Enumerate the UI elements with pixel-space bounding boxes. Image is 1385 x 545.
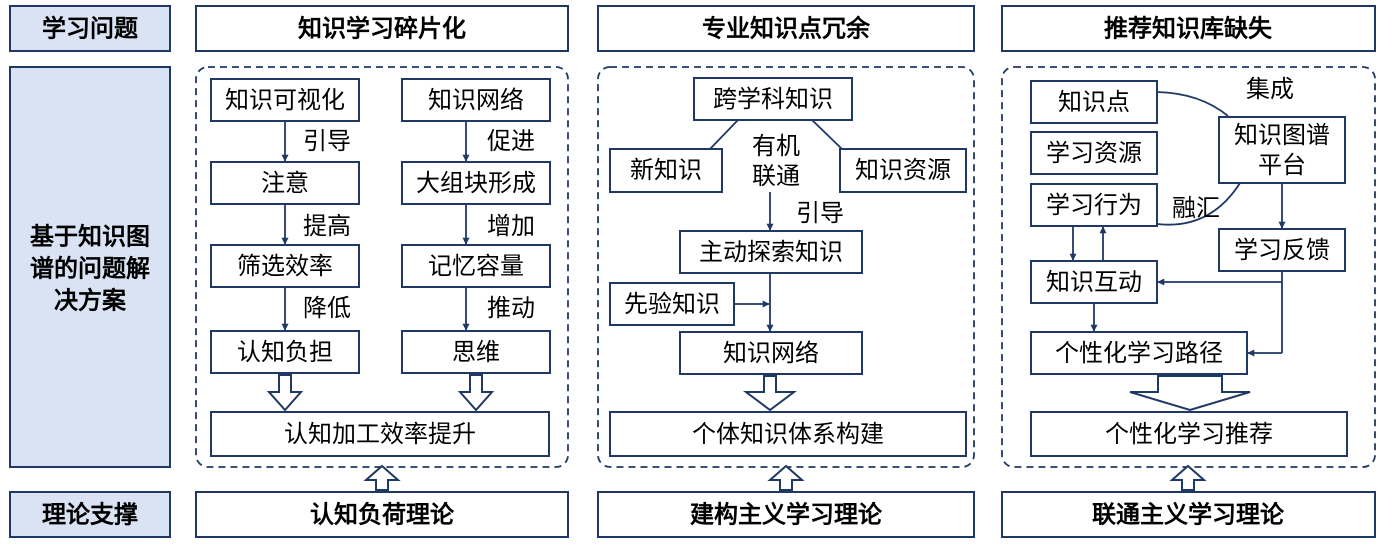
col1-edge-guide: 引导: [303, 127, 351, 155]
col2-edge-guide: 引导: [796, 199, 844, 227]
col3-node-kg-platform: 知识图谱 平台: [1218, 116, 1346, 184]
col2-hollow-arrow: [743, 375, 797, 412]
svg-text:平台: 平台: [1258, 151, 1306, 179]
svg-text:推荐知识库缺失: 推荐知识库缺失: [1104, 14, 1273, 43]
svg-text:认知负荷理论: 认知负荷理论: [310, 500, 455, 529]
col1-solution-frame: [195, 66, 569, 468]
col1-node-attention: 注意: [210, 161, 360, 205]
col3-theory-up-arrow: [1169, 464, 1207, 491]
col2-header: 专业知识点冗余: [597, 5, 975, 52]
svg-text:知识点: 知识点: [1058, 88, 1130, 116]
col3-label-converge: 融汇: [1172, 194, 1220, 222]
col1-edge-improve: 提高: [303, 212, 351, 240]
col2-theory-up-arrow: [767, 464, 805, 491]
col2-center-connect: 联通: [752, 162, 800, 190]
svg-text:跨学科知识: 跨学科知识: [713, 85, 833, 113]
svg-text:认知加工效率提升: 认知加工效率提升: [284, 420, 476, 448]
svg-text:个性化学习推荐: 个性化学习推荐: [1105, 420, 1273, 448]
svg-text:主动探索知识: 主动探索知识: [699, 238, 843, 266]
col2-node-active-explore: 主动探索知识: [679, 230, 863, 274]
col2-node-interdisciplinary: 跨学科知识: [693, 77, 853, 121]
col1-theory: 认知负荷理论: [195, 491, 569, 538]
col3-node-learning-resource: 学习资源: [1030, 131, 1158, 175]
col3-theory: 联通主义学习理论: [1001, 491, 1376, 538]
col1-edge-reduce: 降低: [303, 294, 351, 322]
svg-text:建构主义学习理论: 建构主义学习理论: [690, 500, 883, 529]
svg-text:学习问题: 学习问题: [42, 14, 138, 43]
svg-text:记忆容量: 记忆容量: [428, 252, 524, 280]
col1-node-visualization: 知识可视化: [210, 78, 360, 122]
col2-center-organic: 有机: [752, 132, 800, 160]
col1-node-thinking: 思维: [401, 330, 551, 374]
side-solution-label: 基于知识图 谱的问题解 决方案: [9, 66, 171, 468]
col2-link-right: [811, 119, 843, 150]
svg-text:学习反馈: 学习反馈: [1234, 236, 1330, 264]
svg-text:个性化学习路径: 个性化学习路径: [1055, 339, 1223, 367]
svg-text:知识图谱: 知识图谱: [1234, 121, 1330, 149]
col3-label-integrate: 集成: [1246, 75, 1294, 103]
svg-text:知识资源: 知识资源: [855, 156, 951, 184]
col2-result-box: 个体知识体系构建: [609, 411, 967, 457]
col2-node-prior-knowledge: 先验知识: [609, 282, 735, 326]
svg-text:学习资源: 学习资源: [1046, 139, 1142, 167]
svg-text:先验知识: 先验知识: [624, 290, 720, 318]
svg-text:筛选效率: 筛选效率: [237, 252, 333, 280]
col3-header: 推荐知识库缺失: [1001, 5, 1376, 52]
svg-text:认知负担: 认知负担: [237, 338, 333, 366]
svg-text:联通主义学习理论: 联通主义学习理论: [1092, 500, 1285, 529]
col1-hollow-arrow-left: [266, 374, 304, 412]
col1-node-chunk-forming: 大组块形成: [401, 161, 551, 205]
side-theory-label: 理论支撑: [9, 491, 171, 538]
svg-text:知识网络: 知识网络: [428, 86, 524, 114]
svg-text:思维: 思维: [452, 338, 500, 366]
col1-edge-increase: 增加: [487, 212, 535, 240]
col1-header: 知识学习碎片化: [195, 5, 569, 52]
col1-theory-up-arrow: [363, 464, 401, 491]
col1-edge-drive: 推动: [487, 294, 535, 322]
col3-node-knowledge-interaction: 知识互动: [1030, 260, 1158, 304]
col3-curve-integrate: [1156, 91, 1229, 117]
col2-node-knowledge-resource: 知识资源: [839, 148, 967, 193]
col1-node-knowledge-network: 知识网络: [401, 78, 551, 122]
col3-node-learning-feedback: 学习反馈: [1218, 228, 1346, 272]
svg-text:专业知识点冗余: 专业知识点冗余: [702, 14, 871, 43]
col2-link-left: [709, 119, 739, 150]
col2-theory: 建构主义学习理论: [597, 491, 975, 538]
col1-edge-promote: 促进: [487, 127, 535, 155]
svg-text:基于知识图: 基于知识图: [30, 222, 150, 251]
svg-text:知识互动: 知识互动: [1046, 268, 1142, 296]
side-problem-label: 学习问题: [9, 5, 171, 52]
svg-text:决方案: 决方案: [54, 286, 127, 315]
svg-text:学习行为: 学习行为: [1046, 191, 1142, 219]
svg-text:大组块形成: 大组块形成: [416, 169, 536, 197]
col3-hollow-arrow: [1129, 375, 1251, 412]
svg-text:知识可视化: 知识可视化: [225, 86, 345, 114]
col3-node-personal-path: 个性化学习路径: [1030, 331, 1248, 375]
col1-result-box: 认知加工效率提升: [210, 411, 550, 457]
col3-result-box: 个性化学习推荐: [1030, 411, 1348, 457]
svg-text:注意: 注意: [261, 169, 309, 197]
svg-text:知识学习碎片化: 知识学习碎片化: [298, 14, 466, 43]
col1-node-cognitive-burden: 认知负担: [210, 330, 360, 374]
col1-hollow-arrow-right: [457, 374, 495, 412]
col1-node-memory-capacity: 记忆容量: [401, 244, 551, 288]
col3-curve-converge: [1156, 182, 1241, 226]
col3-node-knowledge-point: 知识点: [1030, 80, 1158, 124]
svg-text:个体知识体系构建: 个体知识体系构建: [692, 420, 884, 448]
col1-node-filter-efficiency: 筛选效率: [210, 244, 360, 288]
col2-node-new-knowledge: 新知识: [609, 148, 723, 193]
svg-text:理论支撑: 理论支撑: [42, 500, 138, 529]
svg-text:新知识: 新知识: [630, 156, 702, 184]
col2-node-knowledge-network: 知识网络: [679, 331, 863, 375]
svg-text:知识网络: 知识网络: [723, 339, 819, 367]
col3-node-learning-behavior: 学习行为: [1030, 183, 1158, 227]
svg-text:谱的问题解: 谱的问题解: [30, 254, 150, 283]
